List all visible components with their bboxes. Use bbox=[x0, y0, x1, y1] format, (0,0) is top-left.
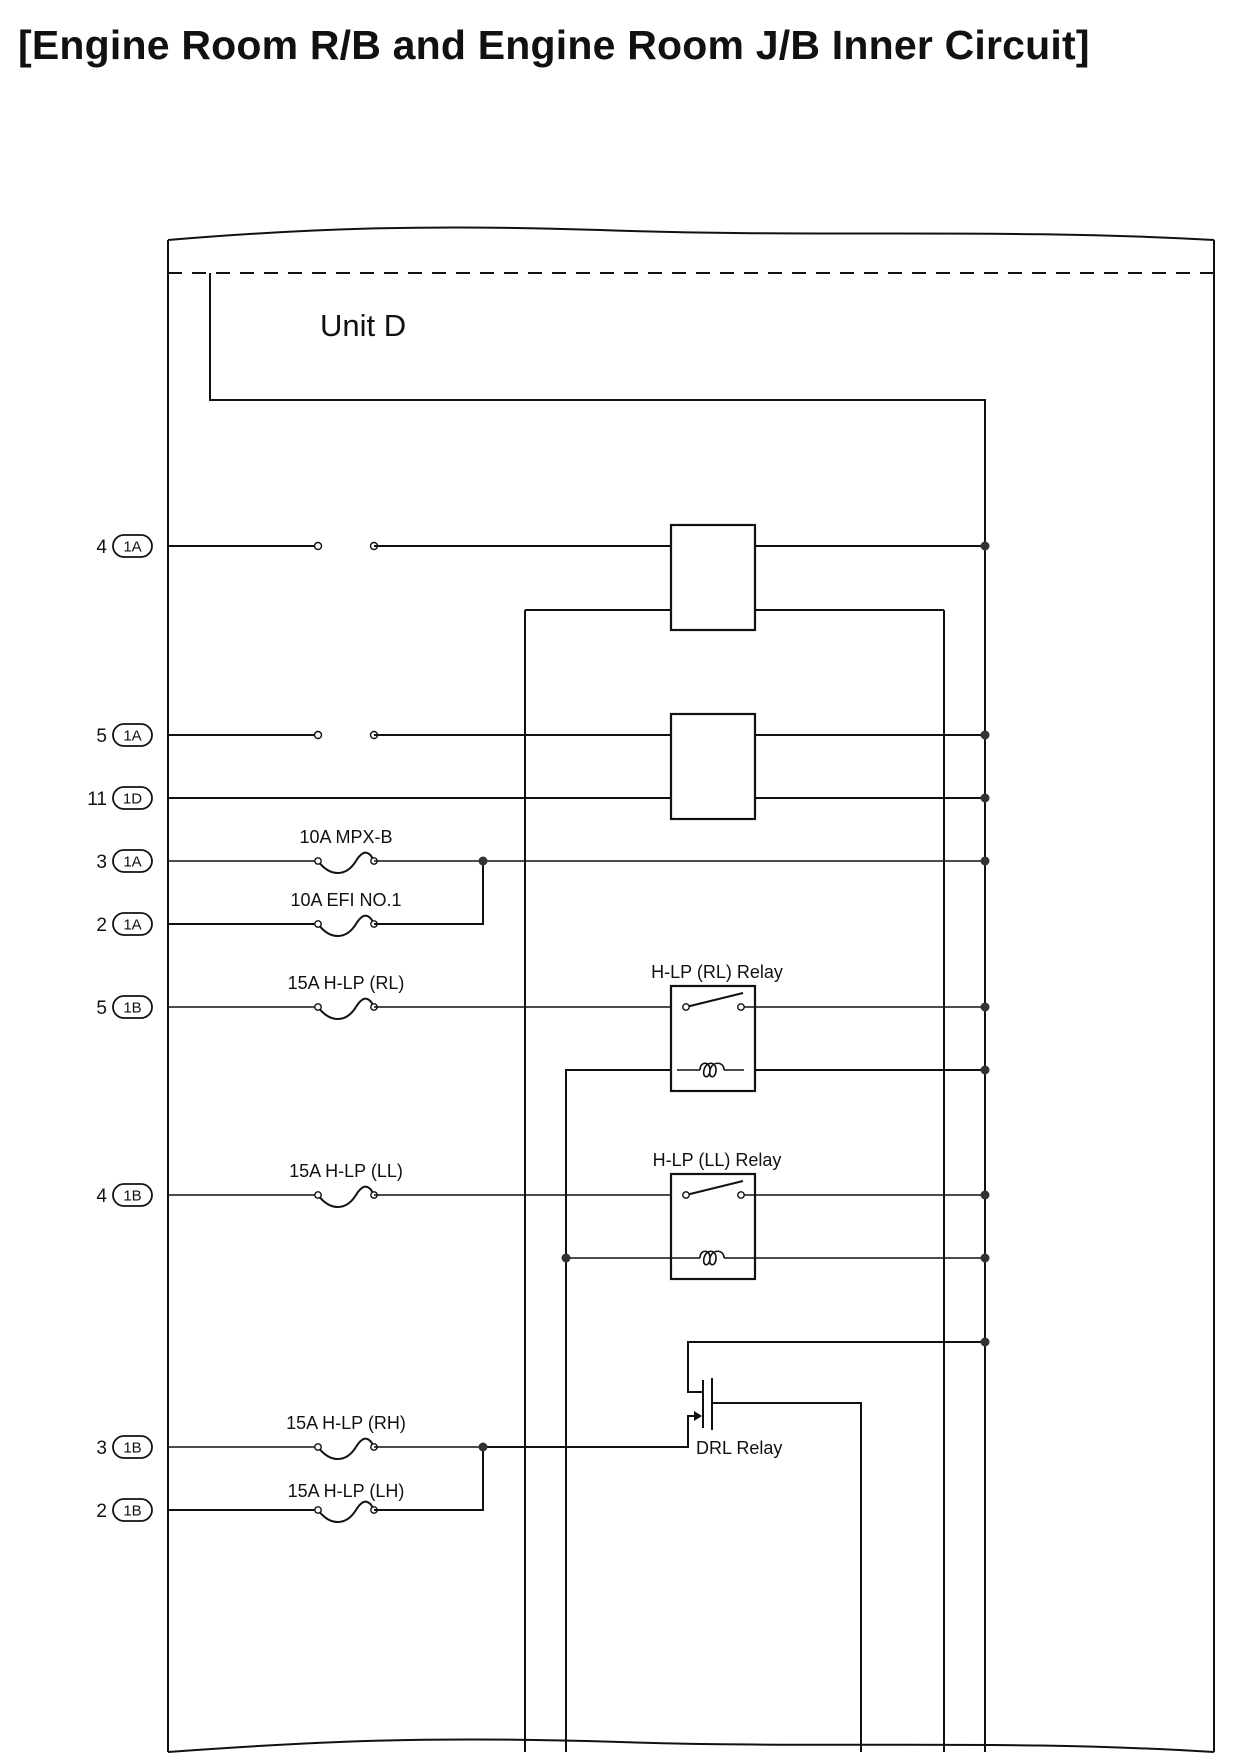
fuse-hlp-rl bbox=[317, 997, 375, 1020]
fuse-hlp-lh bbox=[317, 1500, 375, 1523]
relay-label-drl: DRL Relay bbox=[696, 1438, 782, 1458]
relay-label-hlp-ll: H-LP (LL) Relay bbox=[653, 1150, 782, 1170]
relay-box-1 bbox=[669, 523, 757, 632]
fuse-efi-no1 bbox=[317, 914, 375, 937]
junction-dot bbox=[980, 793, 990, 803]
junction-dot bbox=[561, 1253, 571, 1263]
fuse-terminal bbox=[314, 857, 322, 865]
relay-box-2 bbox=[669, 712, 757, 821]
fuse-terminal bbox=[314, 920, 322, 928]
junction-dot bbox=[980, 541, 990, 551]
connector-pin: 4 bbox=[96, 1186, 107, 1207]
connector-pill bbox=[112, 1435, 153, 1459]
connector-pill bbox=[112, 849, 153, 873]
connector-pill bbox=[112, 723, 153, 747]
connector-pin: 5 bbox=[96, 726, 107, 747]
connector-id: 1B bbox=[123, 1440, 141, 1457]
relay-contact bbox=[682, 1191, 690, 1199]
hlp-ll-relay-coil bbox=[699, 1250, 725, 1266]
connector-id: 1A bbox=[123, 854, 141, 871]
fuse-terminal bbox=[314, 1003, 322, 1011]
junction-dot bbox=[478, 856, 488, 866]
drl-relay-in-wire bbox=[483, 1415, 698, 1448]
connector-pill bbox=[112, 1183, 153, 1207]
connector-id: 1B bbox=[123, 1188, 141, 1205]
connector-pill bbox=[112, 912, 153, 936]
connector-id: 1A bbox=[123, 539, 141, 556]
relay-contact bbox=[737, 1191, 745, 1199]
fuse-hlp-rh bbox=[317, 1437, 375, 1460]
trunk-wire-3 bbox=[565, 1069, 985, 1752]
connector-pill bbox=[112, 1498, 153, 1522]
fuse-terminal bbox=[314, 1191, 322, 1199]
fuse-terminal bbox=[314, 1443, 322, 1451]
connector-id: 1B bbox=[123, 1503, 141, 1520]
fuse-hlp-ll bbox=[317, 1185, 375, 1208]
hlp-rl-relay-switch bbox=[685, 992, 744, 1008]
fuse-label: 15A H-LP (RL) bbox=[288, 973, 405, 993]
fuse-label: 15A H-LP (LL) bbox=[289, 1161, 403, 1181]
connector-id: 1A bbox=[123, 728, 141, 745]
connector-pill bbox=[112, 995, 153, 1019]
junction-dot bbox=[980, 1337, 990, 1347]
fuse-mpx-b bbox=[317, 851, 375, 874]
relay-contact bbox=[682, 1003, 690, 1011]
connector-pin: 2 bbox=[96, 1501, 107, 1522]
connector-id: 1D bbox=[123, 791, 142, 808]
junction-dot bbox=[478, 1442, 488, 1452]
efi-tie-wire bbox=[374, 861, 484, 925]
diagram-frame-bottom bbox=[167, 1738, 1215, 1753]
connector-id: 1A bbox=[123, 917, 141, 934]
connector-pin: 11 bbox=[87, 789, 107, 810]
junction-dot bbox=[980, 730, 990, 740]
page-title: [Engine Room R/B and Engine Room J/B Inn… bbox=[18, 22, 1090, 68]
diagram-frame-top bbox=[167, 226, 1215, 241]
connector-pin: 3 bbox=[96, 852, 107, 873]
fuse-label: 15A H-LP (LH) bbox=[288, 1481, 405, 1501]
lh-tie-wire bbox=[374, 1447, 484, 1511]
switch-contact bbox=[313, 541, 323, 551]
fuse-label: 15A H-LP (RH) bbox=[286, 1413, 406, 1433]
fuse-terminal bbox=[314, 1506, 322, 1514]
hlp-rl-relay-coil bbox=[699, 1062, 725, 1078]
drl-relay-top-wire bbox=[687, 1341, 985, 1393]
fuse-label: 10A MPX-B bbox=[299, 827, 392, 847]
unit-label: Unit D bbox=[320, 308, 406, 343]
drl-relay-out-wire bbox=[712, 1402, 862, 1752]
relay-contact bbox=[737, 1003, 745, 1011]
junction-dot bbox=[980, 1190, 990, 1200]
hlp-rl-relay-box bbox=[669, 984, 757, 1093]
junction-dot bbox=[980, 1065, 990, 1075]
unit-d-feed-wire bbox=[209, 273, 986, 1752]
switch-contact bbox=[313, 730, 323, 740]
junction-dot bbox=[980, 856, 990, 866]
relay-label-hlp-rl: H-LP (RL) Relay bbox=[651, 962, 783, 982]
hlp-ll-relay-switch bbox=[685, 1180, 744, 1196]
connector-pin: 5 bbox=[96, 998, 107, 1019]
connector-pill bbox=[112, 786, 153, 810]
fuse-label: 10A EFI NO.1 bbox=[290, 890, 401, 910]
hlp-ll-relay-box bbox=[669, 1172, 757, 1281]
drl-relay-arrow bbox=[694, 1411, 702, 1421]
junction-dot bbox=[980, 1253, 990, 1263]
connector-pin: 3 bbox=[96, 1438, 107, 1459]
connector-pill bbox=[112, 534, 153, 558]
junction-dot bbox=[980, 1002, 990, 1012]
connector-pin: 2 bbox=[96, 915, 107, 936]
connector-id: 1B bbox=[123, 1000, 141, 1017]
connector-pin: 4 bbox=[96, 537, 107, 558]
